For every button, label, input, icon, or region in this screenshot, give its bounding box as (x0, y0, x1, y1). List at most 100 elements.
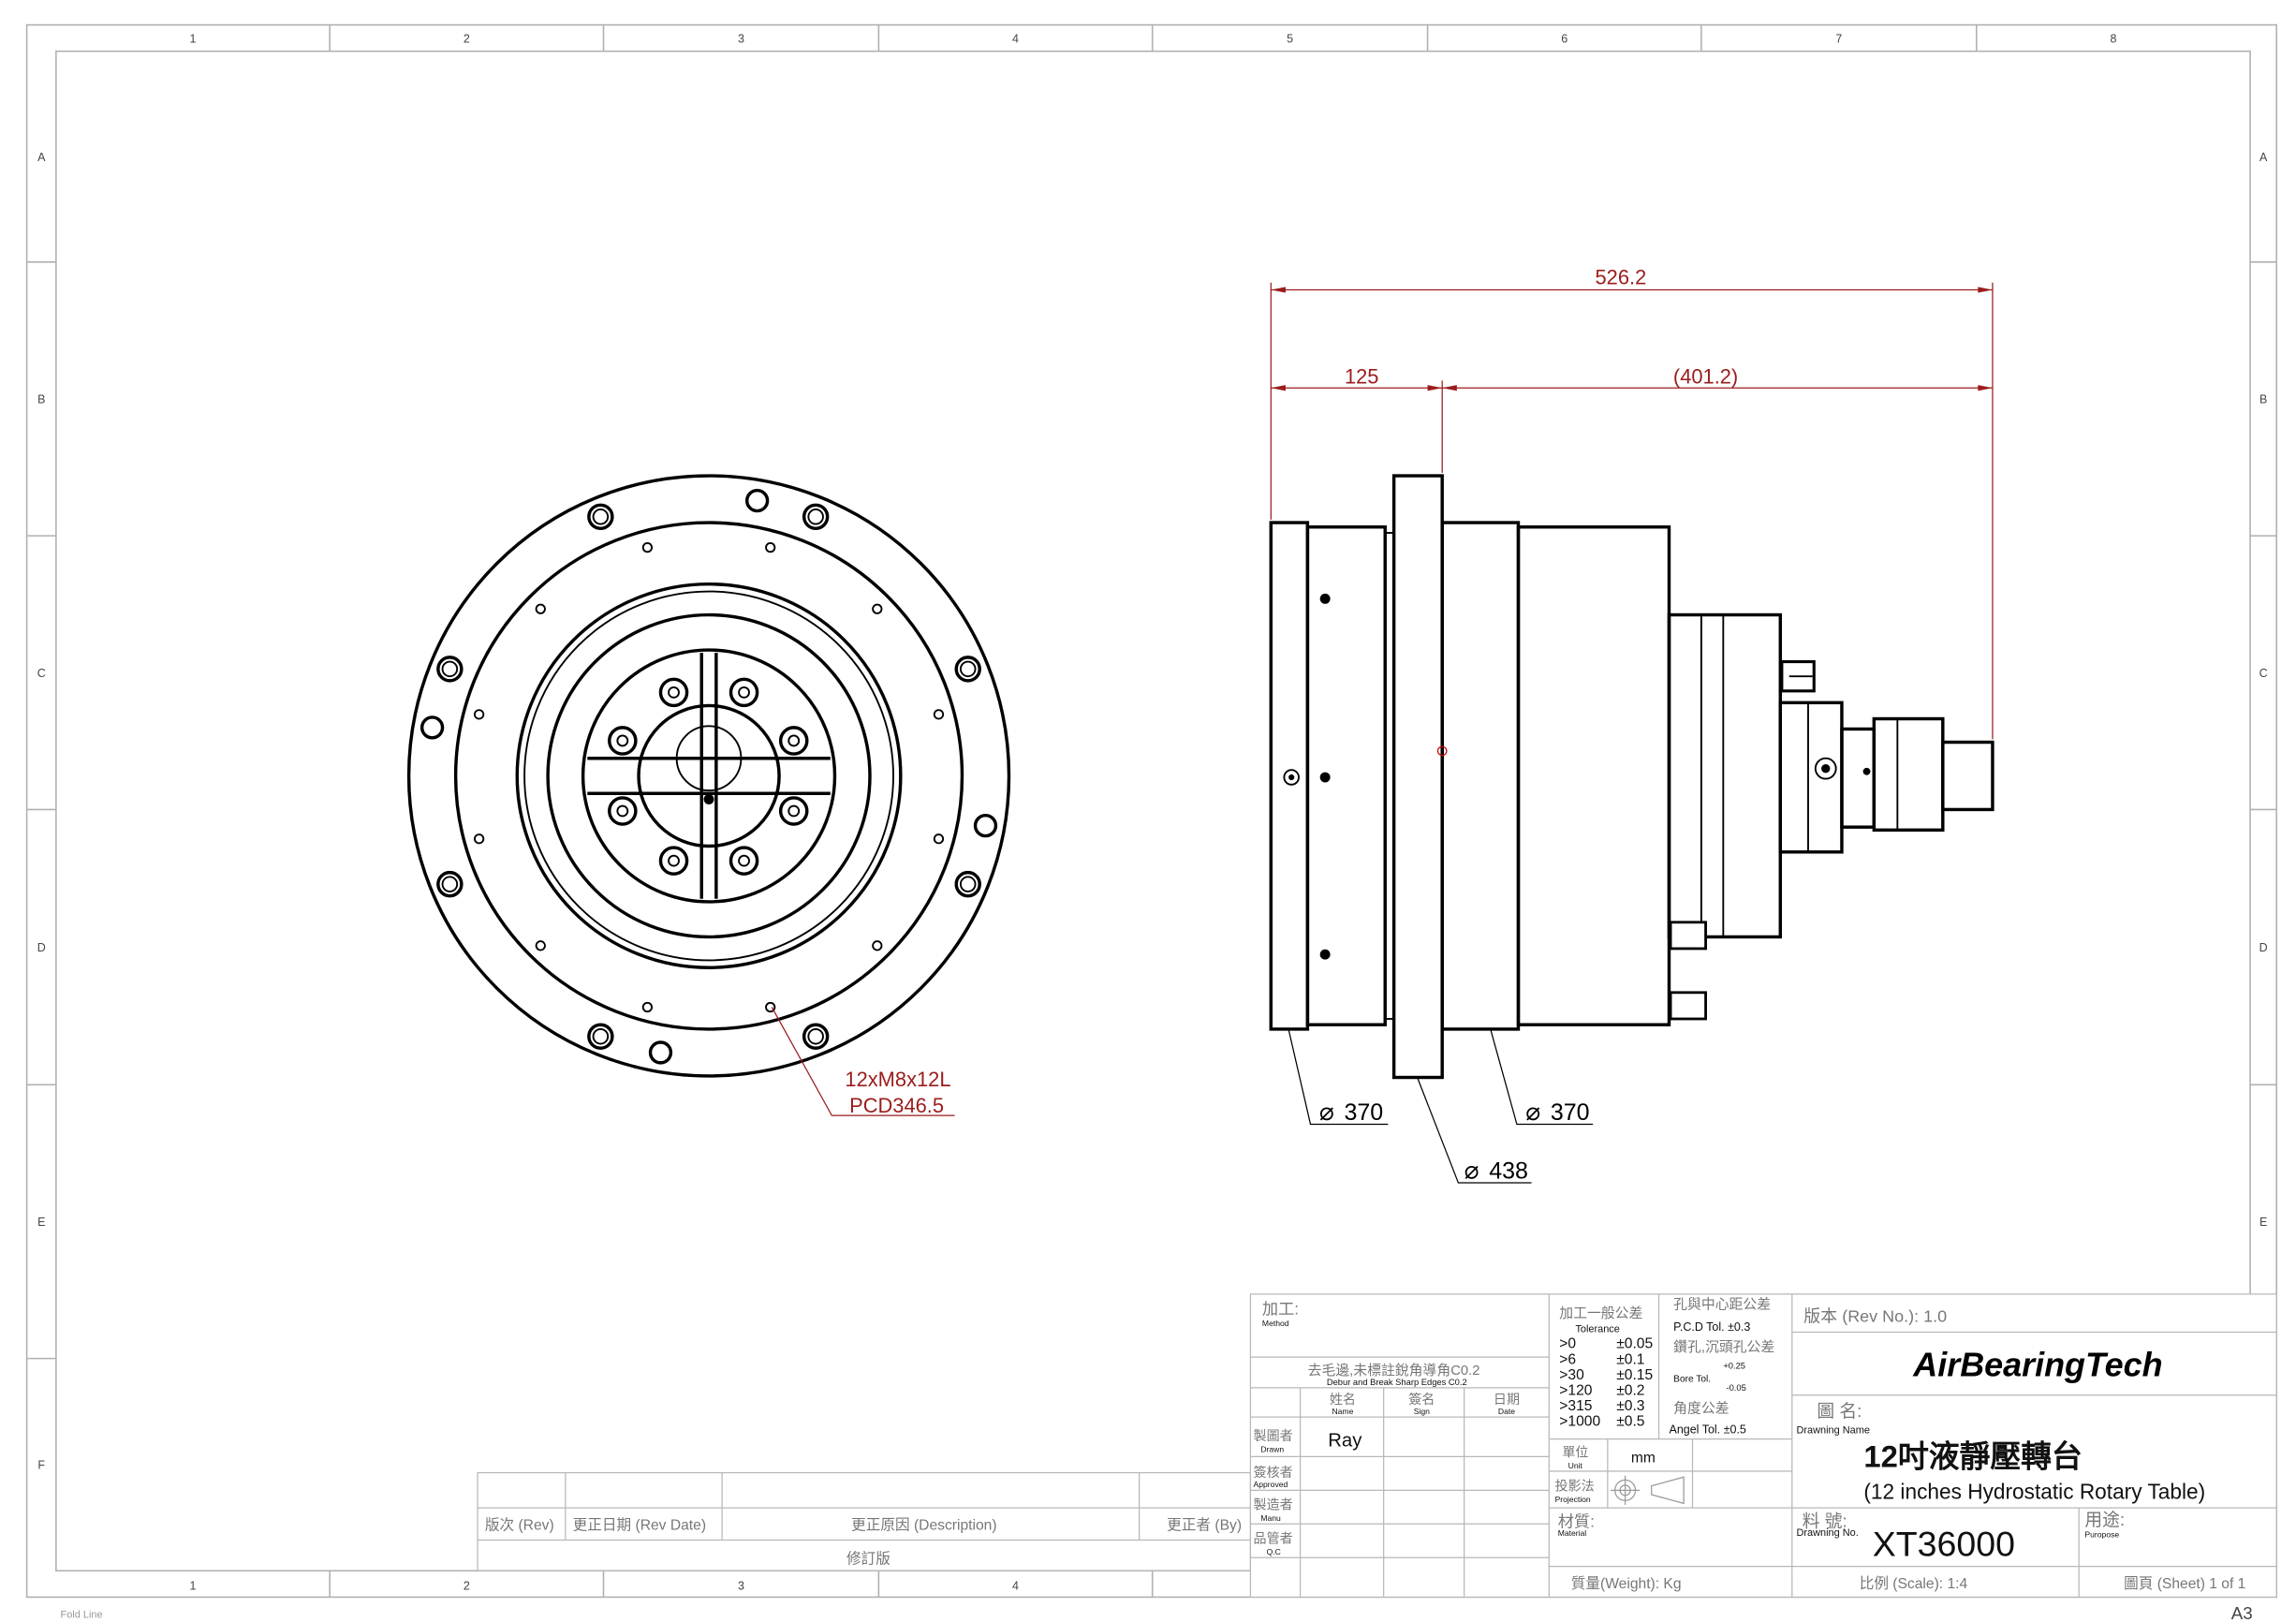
projection-label: 投影法 (1555, 1478, 1595, 1493)
bore-tol-label: Bore Tol. (1673, 1375, 1711, 1385)
dimension-dia-body: ⌀ 370 (1525, 1098, 1589, 1126)
hydraulic-fitting (1669, 921, 1707, 951)
dimension-front-length: 125 (1345, 365, 1379, 389)
zone-column-label: 4 (1012, 1580, 1019, 1593)
tolerance-value: ±0.05 (1616, 1336, 1653, 1352)
counterbore-hole-inner (592, 1027, 610, 1045)
drawing-name: 12吋液靜壓轉台 (1863, 1438, 2082, 1473)
zone-row-label: C (2259, 667, 2268, 680)
company-logo: AirBearingTech (1912, 1345, 2162, 1383)
deburr-note-en: Debur and Break Sharp Edges C0.2 (1327, 1378, 1467, 1387)
title-block (1249, 1293, 2277, 1599)
threaded-hole (641, 542, 654, 553)
pcd-tolerance: P.C.D Tol. ±0.3 (1673, 1320, 1750, 1334)
unit-label-en: Unit (1568, 1461, 1583, 1470)
revision-title: 修訂版 (846, 1550, 890, 1567)
zone-column-label: 6 (1561, 32, 1567, 45)
drawn-label: 製圖者 (1254, 1428, 1293, 1443)
method-label: 加工: (1262, 1300, 1299, 1319)
counterbore-hole (587, 1023, 614, 1050)
sign-header: 簽名 (1408, 1392, 1435, 1407)
diameter-leaders (1288, 1028, 1594, 1184)
zone-row-label: E (2259, 1216, 2267, 1229)
threaded-hole (765, 542, 776, 553)
counterbore-hole-inner (807, 1027, 824, 1045)
dimension-dia-flange: ⌀ 438 (1464, 1156, 1528, 1184)
side-view (1269, 474, 1994, 1080)
drawn-label-en: Drawn (1260, 1445, 1284, 1454)
zone-row-label: A (37, 151, 46, 164)
hub-hole (608, 726, 638, 756)
tolerance-range: >1000 (1559, 1414, 1600, 1430)
paper-size-label: A3 (2231, 1603, 2253, 1622)
threaded-hole (933, 709, 945, 720)
material-label: 材質: (1558, 1511, 1595, 1530)
pcd-label: 孔與中心距公差 (1673, 1296, 1771, 1312)
hub-hole-inner (668, 686, 680, 699)
drawing-no-label-en: Drawning No. (1796, 1527, 1858, 1539)
sheet-field: 圖頁 (Sheet) 1 of 1 (2124, 1576, 2245, 1592)
revision-table: 版次 (Rev) 更正日期 (Rev Date) 更正原因 (Descripti… (477, 1471, 1252, 1571)
tolerance-label-en: Tolerance (1575, 1323, 1619, 1334)
hub-hole (729, 677, 759, 708)
material-label-en: Material (1558, 1528, 1587, 1538)
purpose-label: 用途: (2084, 1510, 2125, 1529)
zone-column-label: 2 (464, 32, 470, 45)
counterbore-hole-inner (592, 509, 610, 525)
tolerance-value: ±0.2 (1616, 1382, 1644, 1398)
dia-body-value: 370 (1551, 1099, 1590, 1126)
front-view-holes (419, 488, 998, 1065)
by-header: 更正者 (By) (1167, 1517, 1242, 1534)
name-header-en: Name (1332, 1407, 1353, 1416)
threaded-hole (474, 709, 485, 720)
manu-label-en: Manu (1260, 1513, 1281, 1523)
zone-column-label: 1 (190, 1580, 197, 1593)
counterbore-hole (436, 870, 464, 898)
rev-no: 版本 (Rev No.): 1.0 (1803, 1307, 1947, 1326)
weight-field: 質量(Weight): Kg (1571, 1575, 1682, 1592)
fold-line-label: Fold Line (61, 1609, 103, 1620)
tolerance-table: >0±0.05>6±0.1>30±0.15>120±0.2>315±0.3>10… (1559, 1336, 1653, 1430)
projection-label-en: Projection (1555, 1495, 1591, 1504)
drawing-number: XT36000 (1873, 1525, 2015, 1564)
qc-label: 品管者 (1254, 1531, 1293, 1546)
counterbore-hole-inner (959, 660, 977, 678)
rev-date-header: 更正日期 (Rev Date) (573, 1517, 706, 1534)
drawn-by-value: Ray (1328, 1430, 1362, 1451)
diameter-symbol: ⌀ (1525, 1098, 1540, 1126)
tolerance-value: ±0.3 (1616, 1398, 1644, 1414)
zone-row-label: B (37, 393, 45, 406)
dimension-lines (1270, 282, 1994, 740)
hub-hole (778, 726, 809, 756)
hub-hole (729, 846, 759, 876)
rev-header: 版次 (Rev) (485, 1517, 554, 1534)
description-header: 更正原因 (Description) (851, 1517, 996, 1534)
dowel-hole (419, 715, 445, 740)
dimension-overall-length: 526.2 (1596, 265, 1647, 288)
counterbore-hole-inner (441, 660, 459, 678)
threaded-hole (474, 833, 485, 845)
hub-hole-inner (738, 854, 750, 867)
zone-column-label: 3 (738, 32, 744, 45)
counterbore-hole-inner (959, 876, 977, 892)
drawing-name-en: (12 inches Hydrostatic Rotary Table) (1863, 1480, 2205, 1504)
tolerance-range: >315 (1559, 1398, 1593, 1414)
dia-flange-value: 438 (1489, 1158, 1528, 1184)
unit-label: 單位 (1562, 1444, 1588, 1459)
approved-label: 簽核者 (1254, 1465, 1293, 1480)
tolerance-range: >120 (1559, 1382, 1593, 1398)
drawing-name-label: 圖 名: (1817, 1401, 1862, 1421)
drawing-no-label: 料 號: (1803, 1511, 1847, 1530)
dimension-dia-front: ⌀ 370 (1319, 1098, 1383, 1126)
scale-field: 比例 (Scale): 1:4 (1860, 1575, 1968, 1592)
hub-hole-inner (738, 686, 750, 699)
zone-row-label: F (37, 1459, 45, 1472)
threaded-hole (872, 940, 883, 951)
hydraulic-fitting (1669, 991, 1707, 1021)
zone-row-label: D (2259, 941, 2268, 954)
hub-hole (658, 846, 689, 876)
hub-hole (778, 796, 809, 826)
zone-column-label: 7 (1835, 32, 1842, 45)
threaded-hole (765, 1001, 776, 1013)
